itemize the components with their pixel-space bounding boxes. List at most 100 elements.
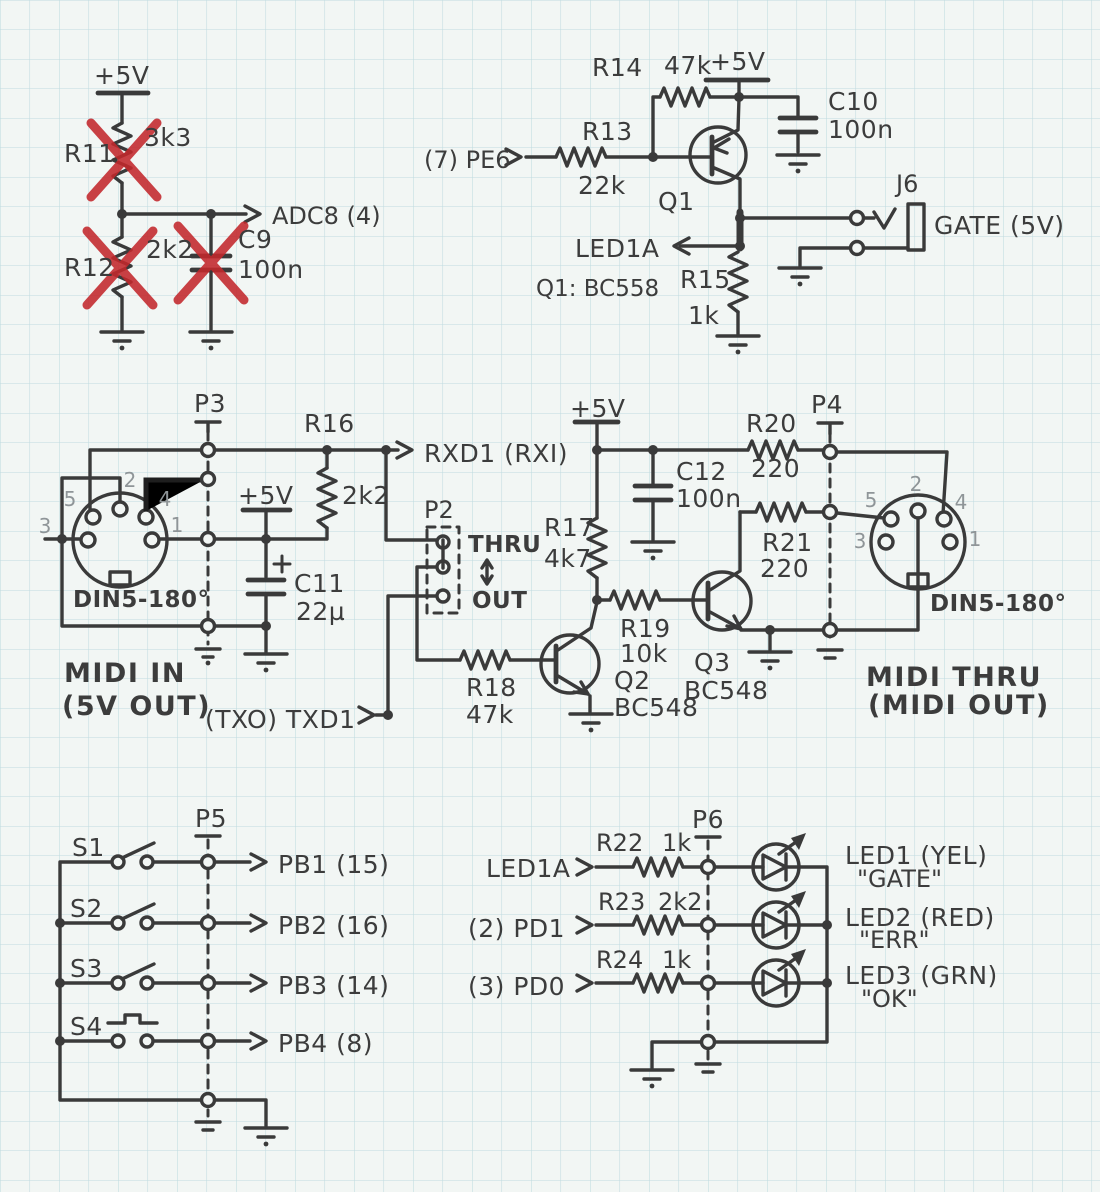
r11-ref: R11: [64, 139, 115, 168]
s4-ref: S4: [70, 1012, 103, 1041]
power-label: +5V: [710, 47, 765, 76]
header-pins: [199, 441, 839, 639]
power-label: +5V: [570, 394, 625, 423]
junction-dot: [822, 920, 832, 930]
junction-dot: [648, 445, 658, 455]
junction-dot: [735, 241, 745, 251]
net-pb4: PB4 (8): [278, 1029, 373, 1058]
junction-dot: [735, 213, 745, 223]
net-rxd1: RXD1 (RXI): [424, 439, 568, 468]
din-in-pin-numbers: 5 2 4 3 1: [39, 468, 184, 538]
r12-value: 2k2: [146, 235, 194, 264]
q1-ref: Q1: [658, 187, 695, 216]
r21-value: 220: [760, 554, 809, 583]
r14-value: 47k: [664, 51, 712, 80]
net-adc8: ADC8 (4): [272, 202, 381, 230]
s1-ref: S1: [72, 833, 105, 862]
p2-ref: P2: [424, 496, 454, 524]
r18-ref: R18: [466, 673, 517, 702]
r23-value: 2k2: [658, 888, 702, 916]
midi-in-subtitle: (5V OUT): [62, 691, 211, 722]
junction-dot: [822, 978, 832, 988]
r11-value: 3k3: [144, 123, 192, 152]
gate-output-label: GATE (5V): [934, 211, 1065, 240]
q3-ref: Q3: [694, 648, 731, 677]
q2-ref: Q2: [614, 666, 651, 695]
r22-value: 1k: [662, 829, 691, 857]
junction-dot: [381, 445, 391, 455]
power-label: +5V: [94, 61, 149, 90]
net-pb2: PB2 (16): [278, 911, 389, 940]
r20-value: 220: [751, 454, 800, 483]
led-section: P6 LED1A (2) PD1 (3) PD0 R22 1k R23 2k2 …: [468, 805, 997, 1091]
led1-label: LED1 (YEL): [845, 841, 987, 870]
junction-dot: [592, 595, 602, 605]
svg-text:1: 1: [969, 527, 982, 551]
wires: [575, 831, 829, 1091]
transistor-q1-icon: [688, 96, 748, 216]
s3-ref: S3: [70, 954, 103, 983]
p5-ref: P5: [195, 804, 227, 833]
c9-ref: C9: [238, 225, 272, 254]
svg-text:5: 5: [865, 488, 878, 512]
p6-ref: P6: [692, 805, 724, 834]
thru-out-toggle-arrow-icon: [480, 558, 494, 586]
r20-ref: R20: [746, 409, 797, 438]
wires: [58, 834, 289, 1149]
r23-ref: R23: [598, 888, 645, 916]
svg-text:3: 3: [854, 529, 867, 553]
r17-value: 4k7: [544, 544, 592, 573]
power-rail-bars: [240, 419, 621, 513]
led3-function: "OK": [861, 985, 918, 1013]
led2-label: LED2 (RED): [845, 903, 995, 932]
junction-dot: [57, 534, 67, 544]
plus-sign-icon: [272, 554, 292, 574]
junction-dot: [261, 621, 271, 631]
junction-dot: [206, 209, 216, 219]
q1-type-note: Q1: BC558: [536, 276, 659, 302]
r19-ref: R19: [620, 614, 671, 643]
header-p4-top: [816, 421, 844, 436]
net-pb1: PB1 (15): [278, 850, 389, 879]
r16-value: 2k2: [342, 481, 390, 510]
midi-thru-title: MIDI THRU: [866, 662, 1042, 693]
svg-text:1: 1: [171, 513, 184, 537]
r15-value: 1k: [688, 301, 719, 330]
din-thru-pin-numbers: 5 2 4 3 1: [854, 472, 982, 553]
svg-text:4: 4: [159, 487, 172, 511]
j6-ref: J6: [894, 170, 918, 198]
p2-out-label: OUT: [472, 588, 527, 614]
r24-ref: R24: [596, 946, 643, 974]
capacitor-c12-icon: [632, 483, 674, 503]
adc-divider-section: +5V R11 3k3 ADC8 (4) R12 2k2 C9 100n: [64, 61, 381, 353]
gate-driver-section: R14 47k +5V C10 100n (7) PE6 R13 22k Q1 …: [424, 47, 1065, 357]
midi-in-title: MIDI IN: [64, 658, 186, 689]
junction-dot: [383, 710, 393, 720]
midi-thru-subtitle: (MIDI OUT): [868, 690, 1050, 721]
transistor-q2-icon: [539, 600, 601, 696]
r18-value: 47k: [466, 700, 514, 729]
junction-dot: [55, 1036, 65, 1046]
q3-type: BC548: [684, 676, 768, 705]
r13-ref: R13: [582, 117, 633, 146]
c10-value: 100n: [828, 115, 894, 144]
junction-dot: [765, 625, 775, 635]
din-thru-pin2-wire: [835, 516, 920, 632]
p3-ref: P3: [194, 389, 226, 418]
svg-text:4: 4: [955, 490, 968, 514]
din-in-type: DIN5-180°: [73, 587, 209, 613]
header-p3-top: [194, 420, 222, 434]
junction-dot: [322, 445, 332, 455]
net-pe6: (7) PE6: [424, 146, 511, 174]
jack-j6-icon: [848, 202, 926, 257]
power-label: +5V: [238, 481, 293, 510]
junction-dot: [55, 978, 65, 988]
r14-ref: R14: [592, 53, 643, 82]
r19-value: 10k: [620, 639, 668, 668]
r21-ref: R21: [762, 528, 813, 557]
c10-ref: C10: [828, 87, 879, 116]
pin4-jumper-wire: [143, 477, 204, 511]
din-thru-type: DIN5-180°: [930, 591, 1066, 617]
